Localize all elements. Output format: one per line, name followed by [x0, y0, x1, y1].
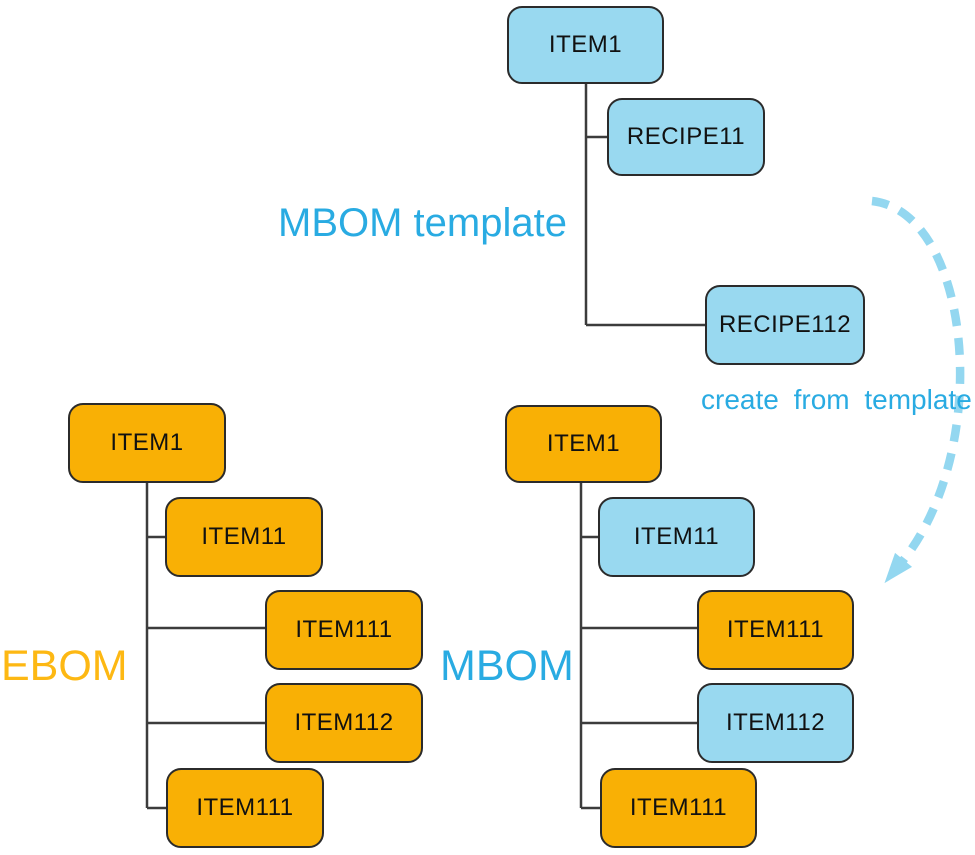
- arrow-caption: create from template: [701, 384, 972, 415]
- node-mbom-item111: ITEM111: [697, 590, 854, 670]
- node-template-item1: ITEM1: [507, 6, 664, 84]
- mbom-tree-title: MBOM: [440, 642, 574, 690]
- node-mbom-item1: ITEM1: [505, 405, 662, 483]
- node-template-recipe11: RECIPE11: [607, 98, 765, 176]
- template-tree-title: MBOM template: [278, 201, 567, 245]
- node-ebom-item112: ITEM112: [265, 683, 423, 763]
- mbom-tree-connectors: [579, 483, 699, 810]
- node-mbom-item11: ITEM11: [598, 497, 755, 577]
- node-ebom-item1: ITEM1: [68, 403, 226, 483]
- ebom-tree-connectors: [145, 482, 267, 810]
- template-tree-connectors: [584, 84, 707, 327]
- node-ebom-item11: ITEM11: [165, 497, 323, 577]
- ebom-tree-title: EBOM: [1, 642, 128, 690]
- node-mbom-item111-leaf: ITEM111: [600, 768, 757, 848]
- node-ebom-item111-leaf: ITEM111: [166, 768, 324, 848]
- node-template-recipe112: RECIPE112: [705, 285, 865, 365]
- node-mbom-item112: ITEM112: [697, 683, 854, 763]
- node-ebom-item111: ITEM111: [265, 590, 423, 670]
- create-from-template-arrow: [871, 196, 965, 584]
